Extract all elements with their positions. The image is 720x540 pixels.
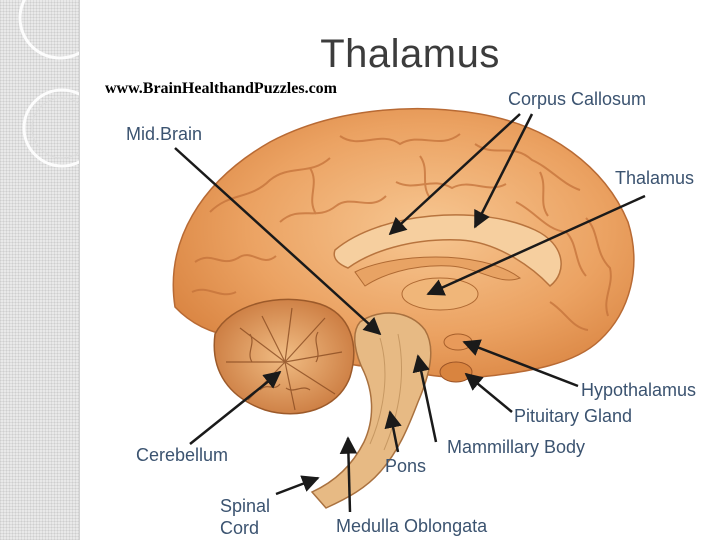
label-midbrain: Mid.Brain	[126, 124, 202, 144]
label-spinal: Spinal	[220, 496, 270, 516]
arrow-midbrain	[174, 147, 382, 336]
label-mammillary-body: Mammillary Body	[447, 437, 585, 457]
arrow-corpus-callosum-1	[388, 113, 521, 236]
arrow-thalamus	[426, 194, 646, 296]
label-cord: Cord	[220, 518, 259, 538]
cerebellum-shape	[213, 298, 355, 415]
label-corpus-callosum: Corpus Callosum	[508, 89, 646, 109]
fornix-shape	[354, 256, 522, 287]
label-thalamus: Thalamus	[615, 168, 694, 188]
arrow-mammillary	[412, 354, 438, 443]
label-pituitary-gland: Pituitary Gland	[514, 406, 632, 426]
arrow-corpus-callosum-2	[473, 113, 534, 229]
label-medulla-oblongata: Medulla Oblongata	[336, 516, 488, 536]
label-cerebellum: Cerebellum	[136, 445, 228, 465]
thalamus-shape	[401, 277, 479, 311]
decorative-circles	[18, 0, 79, 168]
arrow-pons	[384, 410, 402, 453]
arrow-cerebellum	[189, 370, 282, 445]
page-title: Thalamus	[320, 32, 500, 76]
pituitary-shape	[439, 361, 473, 383]
arrow-hypothalamus	[462, 339, 579, 388]
arrow-spinal-cord	[275, 475, 320, 496]
watermark-url: www.BrainHealthandPuzzles.com	[105, 80, 338, 97]
hypothalamus-shape	[443, 333, 473, 351]
arrow-pituitary	[464, 372, 513, 413]
label-pons: Pons	[385, 456, 426, 476]
label-hypothalamus: Hypothalamus	[581, 380, 696, 400]
pointer-arrows	[174, 113, 646, 513]
arrow-medulla	[339, 436, 358, 513]
sidebar-decoration	[0, 0, 80, 540]
brain-diagram: www.BrainHealthandPuzzles.com Corpus Cal…	[105, 80, 696, 538]
